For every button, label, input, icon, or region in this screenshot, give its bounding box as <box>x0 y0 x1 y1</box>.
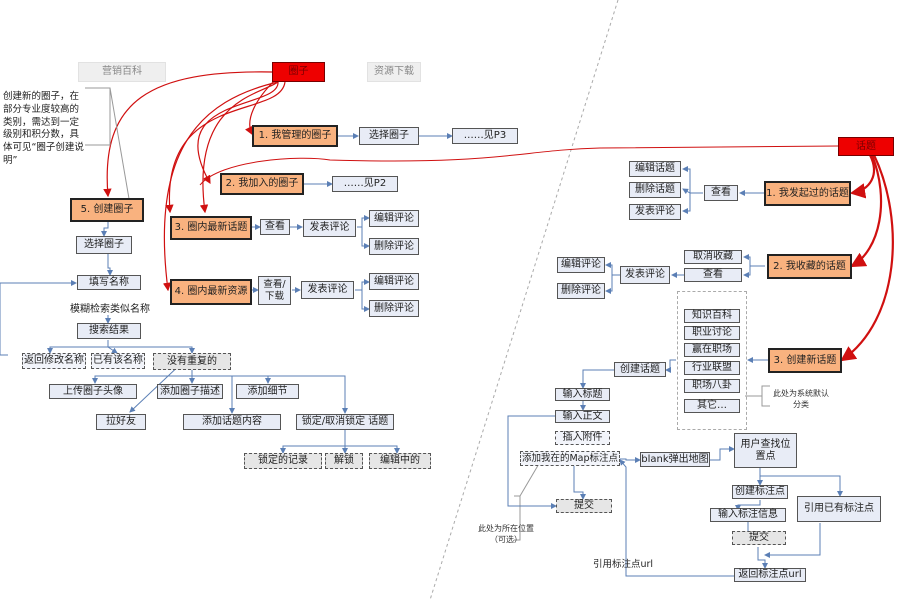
node-input-body[interactable]: 输入正文 <box>555 410 610 423</box>
tab-marketing-wiki[interactable]: 营销百科 <box>78 62 166 82</box>
edge-topic-to-create <box>840 154 894 362</box>
edge-circle-to-joined <box>197 81 279 185</box>
node-started-topics[interactable]: 1. 我发起过的话题 <box>764 181 851 206</box>
node-delete-topic[interactable]: 删除话题 <box>629 182 681 198</box>
node-post-comment-topic[interactable]: 发表评论 <box>303 219 356 237</box>
node-editing[interactable]: 编辑中的 <box>369 453 431 469</box>
edge-circle-to-create <box>103 71 273 198</box>
node-input-marker-info[interactable]: 输入标注信息 <box>710 508 786 522</box>
node-create-marker[interactable]: 创建标注点 <box>732 485 788 499</box>
node-delete-comment-resource[interactable]: 删除评论 <box>369 300 419 317</box>
node-use-existing-marker[interactable]: 引用已有标注点 <box>797 496 881 522</box>
node-invite-friends[interactable]: 拉好友 <box>96 414 146 430</box>
node-edit-comment-topic[interactable]: 编辑评论 <box>369 210 419 227</box>
edge-circle-to-latest-topics <box>199 81 279 214</box>
node-edit-comment-resource[interactable]: 编辑评论 <box>369 273 419 290</box>
node-delete-comment-favorite[interactable]: 删除评论 <box>557 283 605 299</box>
edge-circle-to-managed <box>245 79 276 136</box>
page-divider <box>429 0 619 600</box>
node-unlock[interactable]: 解锁 <box>325 453 363 469</box>
node-post-comment-resource[interactable]: 发表评论 <box>301 281 354 299</box>
ref-see-p3[interactable]: ……见P3 <box>452 128 518 144</box>
edge-topic-to-started <box>849 154 876 199</box>
node-insert-attachment[interactable]: 插入附件 <box>555 431 610 445</box>
node-view-started[interactable]: 查看 <box>704 185 738 201</box>
edge-topic-to-favorites <box>850 154 883 268</box>
node-favorite-topics[interactable]: 2. 我收藏的话题 <box>767 254 852 279</box>
node-view-favorite[interactable]: 查看 <box>684 268 742 282</box>
category-item[interactable]: 其它… <box>684 399 740 413</box>
ref-see-p2[interactable]: ……见P2 <box>332 176 398 192</box>
node-add-map-marker[interactable]: 添加我在的Map标注点 <box>520 451 620 466</box>
root-node-circle[interactable]: 圈子 <box>272 62 325 82</box>
node-add-description[interactable]: 添加圈子描述 <box>157 384 223 399</box>
node-add-detail[interactable]: 添加细节 <box>236 384 299 399</box>
node-create-circle[interactable]: 5. 创建圈子 <box>70 198 144 222</box>
node-find-location[interactable]: 用户查找位置点 <box>734 433 797 468</box>
category-item[interactable]: 行业联盟 <box>684 361 740 375</box>
node-name-exists[interactable]: 已有该名称 <box>91 353 145 369</box>
node-create-new-topic[interactable]: 3. 创建新话题 <box>768 348 842 373</box>
node-view-topic[interactable]: 查看 <box>260 219 290 235</box>
node-latest-resources[interactable]: 4. 圈内最新资源 <box>170 279 252 305</box>
node-submit-marker[interactable]: 提交 <box>732 531 786 545</box>
node-joined-circles[interactable]: 2. 我加入的圈子 <box>220 173 304 195</box>
node-return-marker-url[interactable]: 返回标注点url <box>734 568 806 582</box>
category-item[interactable]: 职业讨论 <box>684 326 740 340</box>
node-view-download[interactable]: 查看/下载 <box>258 276 291 305</box>
edge-circle-topic-link <box>199 145 839 186</box>
node-locked-records[interactable]: 锁定的记录 <box>244 453 322 469</box>
node-fill-name[interactable]: 填写名称 <box>77 275 141 290</box>
node-lock-topic[interactable]: 锁定/取消锁定 话题 <box>296 414 394 430</box>
node-search-results[interactable]: 搜索结果 <box>77 323 141 339</box>
node-post-comment-favorite[interactable]: 发表评论 <box>620 266 670 284</box>
category-group <box>677 291 747 430</box>
category-item[interactable]: 职场八卦 <box>684 379 740 393</box>
category-item[interactable]: 赢在职场 <box>684 343 740 357</box>
node-select-circle[interactable]: 选择圈子 <box>359 127 419 145</box>
node-managed-circles[interactable]: 1. 我管理的圈子 <box>252 125 338 147</box>
category-item[interactable]: 知识百科 <box>684 309 740 323</box>
node-no-duplicate[interactable]: 没有重复的 <box>153 353 231 370</box>
node-back-modify-name[interactable]: 返回修改名称 <box>22 353 86 369</box>
node-edit-topic[interactable]: 编辑话题 <box>629 161 681 177</box>
category-note: 此处为系统默认分类 <box>773 389 829 409</box>
location-note: 此处为所在位置（可选） <box>478 524 534 544</box>
node-input-title[interactable]: 输入标题 <box>555 388 610 401</box>
node-blank-popup-map[interactable]: blank弹出地图 <box>640 452 710 467</box>
node-edit-comment-favorite[interactable]: 编辑评论 <box>557 257 605 273</box>
node-post-comment-started[interactable]: 发表评论 <box>629 204 681 220</box>
root-node-topic[interactable]: 话题 <box>838 137 894 156</box>
node-upload-avatar[interactable]: 上传圈子头像 <box>49 384 137 399</box>
label-cite-marker-url: 引用标注点url <box>593 559 654 570</box>
tab-resource-download[interactable]: 资源下载 <box>367 62 421 82</box>
edge-circle-to-note <box>165 81 286 214</box>
node-create-topic[interactable]: 创建话题 <box>614 362 666 377</box>
node-submit-topic[interactable]: 提交 <box>556 499 612 513</box>
label-fuzzy-search: 模糊检索类似名称 <box>70 304 150 315</box>
node-select-circle-create[interactable]: 选择圈子 <box>76 236 132 254</box>
create-circle-note: 创建新的圈子，在部分专业度较高的类别，需达到一定级别和积分数，具体可见“圈子创建… <box>3 91 84 167</box>
node-unfavorite[interactable]: 取消收藏 <box>684 250 742 264</box>
node-add-topic-content[interactable]: 添加话题内容 <box>183 414 281 430</box>
node-latest-topics[interactable]: 3. 圈内最新话题 <box>170 216 252 240</box>
node-delete-comment-topic[interactable]: 删除评论 <box>369 238 419 255</box>
